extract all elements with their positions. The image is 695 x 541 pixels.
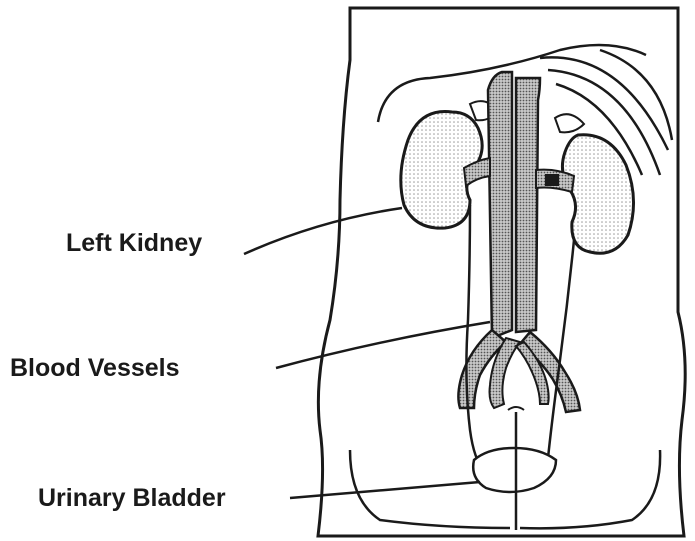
urinary-bladder [473, 448, 556, 492]
leader-line-kidney [244, 208, 402, 254]
label-blood-vessels: Blood Vessels [10, 356, 180, 381]
aorta [516, 78, 540, 332]
label-left-kidney: Left Kidney [66, 231, 202, 256]
leader-line-vessels [276, 322, 490, 368]
navel [508, 407, 524, 410]
adrenal-gland-right [555, 114, 584, 132]
leader-line-bladder [290, 482, 480, 498]
iliac-vessels-right [520, 332, 580, 412]
vena-cava [488, 72, 512, 338]
right-kidney [562, 135, 633, 253]
left-ureter [466, 205, 484, 470]
label-urinary-bladder: Urinary Bladder [38, 486, 226, 511]
renal-vessel-knot [545, 174, 559, 186]
